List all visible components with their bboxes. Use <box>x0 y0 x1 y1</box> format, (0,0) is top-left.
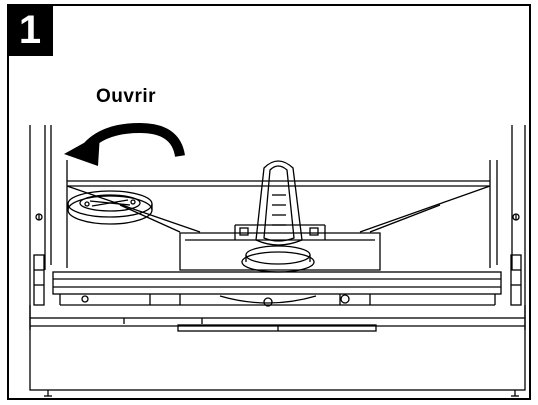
rack-rail <box>52 271 502 307</box>
filter-cap <box>67 190 153 225</box>
left-cabinet-wall <box>29 125 52 330</box>
spray-arm-base <box>179 224 381 271</box>
door-panel <box>29 305 526 397</box>
figure-frame <box>7 4 531 400</box>
right-hinge <box>510 254 522 306</box>
counterclockwise-arrow-icon <box>64 122 185 166</box>
step-number-badge: 1 <box>7 4 53 56</box>
spray-arm-handle <box>241 160 315 273</box>
right-cabinet-wall <box>496 125 526 330</box>
left-hinge <box>33 254 45 306</box>
tub-interior <box>66 160 491 268</box>
open-instruction-label: Ouvrir <box>96 86 157 107</box>
